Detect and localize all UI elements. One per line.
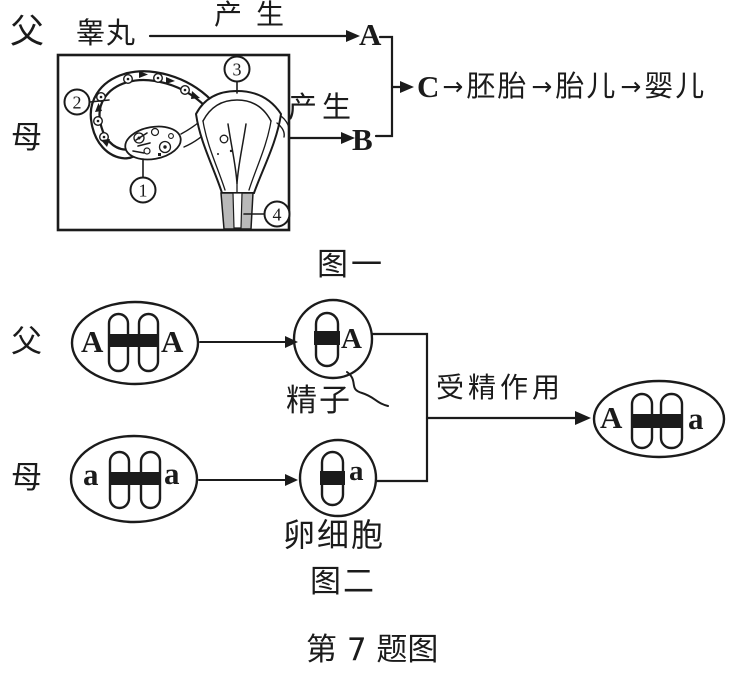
fetus-label: 胎儿: [555, 68, 618, 103]
fimbria: [132, 132, 151, 154]
right-arrow-icon: →: [442, 71, 464, 101]
right-arrow-icon: →: [531, 71, 553, 101]
svg-text:3: 3: [233, 60, 242, 80]
circled-number-2: 2: [63, 88, 91, 116]
father-cell: [70, 300, 200, 386]
tube-direction-arrows: [95, 71, 200, 147]
mother-cell: [69, 434, 199, 524]
zygote-cell: [592, 379, 726, 459]
circled-number-3: 3: [223, 55, 251, 83]
mother-label-fig1: 母: [11, 120, 42, 156]
arrow-father-to-sperm: [199, 336, 298, 348]
figure2-caption: 图二: [310, 564, 376, 600]
gamete-b-label: B: [352, 122, 373, 157]
sperm-allele: A: [341, 323, 362, 355]
produce-label-top: 产生: [214, 0, 299, 31]
sperm-cell: [292, 298, 389, 407]
sperm-tail: [346, 371, 389, 407]
circled-number-4: 4: [263, 200, 291, 228]
mother-label-fig2: 母: [11, 460, 42, 496]
egg-cell: [298, 438, 378, 518]
father-allele-right: A: [161, 324, 184, 359]
bracket-A-B-to-C: [374, 35, 414, 138]
circled-number-1: 1: [129, 176, 157, 204]
arrow-testis-to-A: [148, 30, 360, 42]
label-leaders: [89, 81, 265, 215]
svg-text:2: 2: [73, 93, 82, 113]
development-flow: C → 胚胎 → 胎儿 → 婴儿: [417, 70, 706, 102]
svg-text:4: 4: [273, 205, 282, 225]
mother-allele-right: a: [164, 456, 180, 491]
svg-text:1: 1: [139, 181, 148, 201]
father-label-fig2: 父: [11, 324, 42, 360]
reproductive-system-box: 2 3 1 4: [56, 53, 291, 232]
fertilization-label: 受精作用: [436, 371, 565, 404]
arrow-ovary-to-B: [287, 132, 355, 144]
mother-allele-left: a: [83, 457, 99, 492]
figure1-caption: 图一: [317, 247, 385, 283]
gamete-a-label: A: [359, 17, 382, 52]
zygote-c-label: C: [417, 68, 440, 104]
egg-label: 卵细胞: [283, 516, 386, 554]
produce-label-mid: 产生: [288, 90, 357, 124]
embryo-label: 胚胎: [466, 68, 529, 103]
sperm-label: 精子: [286, 383, 352, 419]
father-allele-left: A: [81, 324, 104, 359]
testis-label: 睾丸: [76, 16, 137, 50]
father-label-fig1: 父: [10, 12, 44, 52]
baby-label: 婴儿: [644, 68, 707, 103]
arrow-mother-to-egg: [198, 474, 298, 486]
zygote-allele-left: A: [600, 400, 623, 435]
right-arrow-icon: →: [620, 71, 642, 101]
egg-allele: a: [349, 455, 364, 487]
main-caption: 第 7 题图: [306, 632, 439, 668]
fertilization-bracket: [370, 332, 591, 483]
zygote-allele-right: a: [688, 401, 704, 436]
